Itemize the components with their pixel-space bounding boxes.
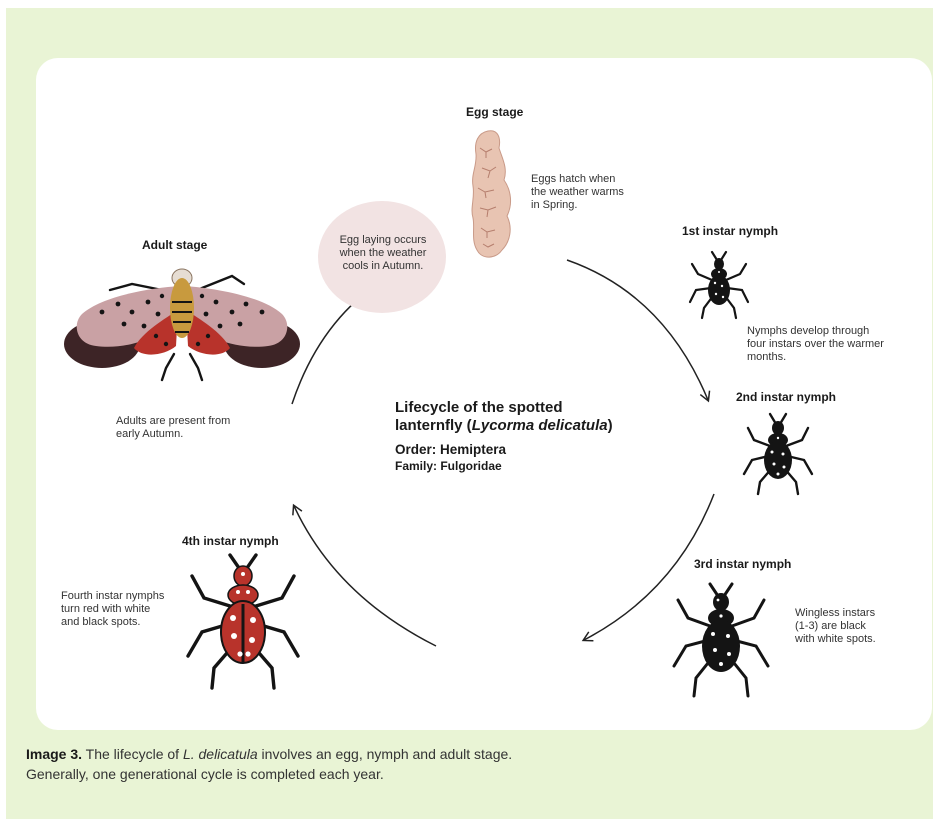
egg-desc-line: in Spring. bbox=[531, 199, 661, 212]
adult-lanternfly-icon bbox=[62, 262, 302, 382]
nymph4-desc-line: Fourth instar nymphs bbox=[61, 590, 191, 603]
figure-frame: Egg laying occurs when the weather cools… bbox=[6, 8, 933, 819]
center-title-suffix: ) bbox=[608, 417, 613, 434]
diagram-card: Egg laying occurs when the weather cools… bbox=[36, 58, 932, 730]
caption-text: involves an egg, nymph and adult stage. bbox=[258, 746, 513, 762]
figure-caption: Image 3. The lifecycle of L. delicatula … bbox=[26, 744, 906, 784]
center-label: Lifecycle of the spotted lanternfly (Lyc… bbox=[395, 399, 655, 473]
family-label: Family: Fulgoridae bbox=[395, 459, 655, 473]
adult-stage-title: Adult stage bbox=[142, 238, 207, 252]
egg-laying-text: Egg laying occurs when the weather cools… bbox=[325, 234, 441, 273]
nymph1-desc-line: four instars over the warmer bbox=[747, 338, 925, 351]
arrow-nymph3-to-nymph4 bbox=[294, 506, 436, 646]
adult-desc-line: Adults are present from bbox=[116, 415, 276, 428]
adult-stage-desc: Adults are present from early Autumn. bbox=[116, 415, 276, 441]
nymph1-desc-line: Nymphs develop through bbox=[747, 325, 925, 338]
nymph4-desc-line: turn red with white bbox=[61, 603, 191, 616]
egg-stage-title: Egg stage bbox=[466, 105, 523, 119]
egg-laying-line: cools in Autumn. bbox=[325, 260, 441, 273]
nymph2-title: 2nd instar nymph bbox=[736, 390, 836, 404]
center-title: Lifecycle of the spotted lanternfly (Lyc… bbox=[395, 399, 655, 435]
nymph1-title: 1st instar nymph bbox=[682, 224, 778, 238]
center-title-line1: Lifecycle of the spotted bbox=[395, 399, 655, 417]
nymph4-icon bbox=[178, 552, 308, 692]
species-name: Lycorma delicatula bbox=[472, 417, 608, 434]
nymph3-desc-line: (1-3) are black bbox=[795, 620, 905, 633]
nymph3-desc-line: Wingless instars bbox=[795, 607, 905, 620]
egg-desc-line: Eggs hatch when bbox=[531, 173, 661, 186]
caption-text: The lifecycle of bbox=[82, 746, 183, 762]
nymph1-desc: Nymphs develop through four instars over… bbox=[747, 325, 925, 364]
adult-desc-line: early Autumn. bbox=[116, 428, 276, 441]
nymph1-icon bbox=[684, 250, 754, 320]
caption-species: L. delicatula bbox=[183, 746, 258, 762]
center-title-line2: lanternfly (Lycorma delicatula) bbox=[395, 417, 655, 435]
nymph2-icon bbox=[738, 412, 818, 498]
nymph3-desc: Wingless instars (1-3) are black with wh… bbox=[795, 607, 905, 646]
nymph3-title: 3rd instar nymph bbox=[694, 557, 791, 571]
egg-stage-desc: Eggs hatch when the weather warms in Spr… bbox=[531, 173, 661, 212]
caption-label: Image 3. bbox=[26, 746, 82, 762]
egg-desc-line: the weather warms bbox=[531, 186, 661, 199]
nymph3-desc-line: with white spots. bbox=[795, 633, 905, 646]
order-label: Order: Hemiptera bbox=[395, 442, 655, 457]
egg-laying-line: when the weather bbox=[325, 247, 441, 260]
nymph4-desc: Fourth instar nymphs turn red with white… bbox=[61, 590, 191, 629]
egg-laying-line: Egg laying occurs bbox=[325, 234, 441, 247]
nymph1-desc-line: months. bbox=[747, 351, 925, 364]
caption-line2: Generally, one generational cycle is com… bbox=[26, 764, 906, 784]
nymph4-desc-line: and black spots. bbox=[61, 616, 191, 629]
caption-line1: Image 3. The lifecycle of L. delicatula … bbox=[26, 744, 906, 764]
center-title-prefix: lanternfly ( bbox=[395, 417, 472, 434]
nymph4-title: 4th instar nymph bbox=[182, 534, 279, 548]
egg-mass-icon bbox=[468, 128, 516, 262]
nymph3-icon bbox=[666, 580, 776, 700]
